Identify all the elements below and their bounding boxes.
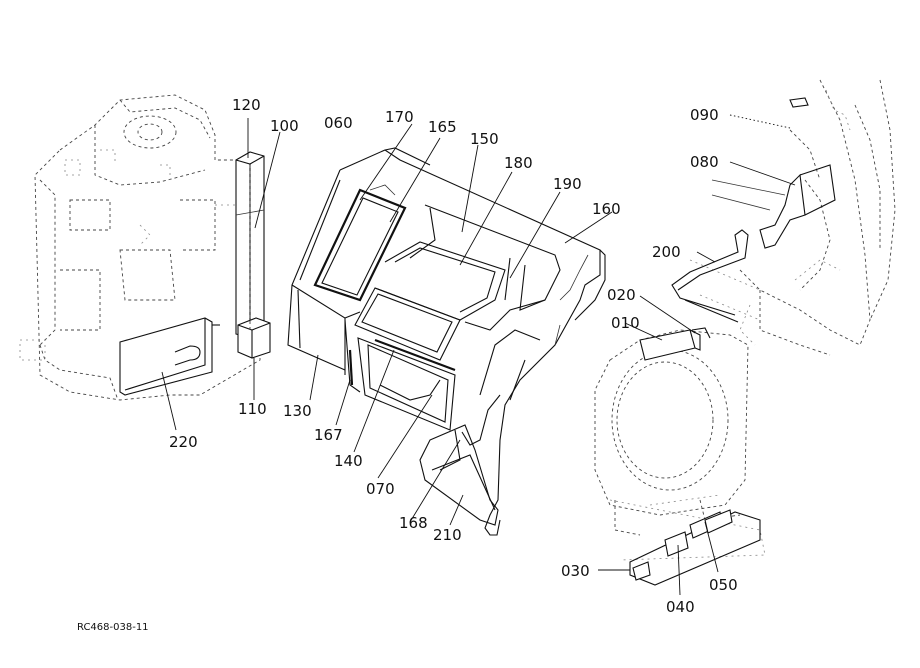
callout-100: 100	[270, 117, 299, 135]
engine-block-outline	[19, 94, 261, 401]
callout-050: 050	[709, 576, 738, 594]
callout-130: 130	[283, 402, 312, 420]
callout-170: 170	[385, 108, 414, 126]
callout-220: 220	[169, 433, 198, 451]
callout-110: 110	[238, 400, 267, 418]
callout-150: 150	[470, 130, 499, 148]
callout-030: 030	[561, 562, 590, 580]
post-100	[235, 151, 271, 359]
callout-167: 167	[314, 426, 343, 444]
callout-200: 200	[652, 243, 681, 261]
callout-070: 070	[366, 480, 395, 498]
callout-140: 140	[334, 452, 363, 470]
plate-220	[119, 317, 220, 396]
figure-code: RC468-038-11	[77, 622, 149, 633]
callout-060: 060	[324, 114, 353, 132]
callout-160: 160	[592, 200, 621, 218]
main-case-assembly	[287, 147, 606, 536]
flywheel-housing	[594, 327, 766, 561]
callout-040: 040	[666, 598, 695, 616]
callout-165: 165	[428, 118, 457, 136]
callout-090: 090	[690, 106, 719, 124]
connector-board	[629, 509, 761, 586]
leader-lines	[161, 114, 796, 596]
tractor-frame-right	[671, 79, 896, 356]
callout-210: 210	[433, 526, 462, 544]
callout-labels: 090 080 200 020 010 120 100 060 170 165 …	[169, 96, 738, 616]
callout-020: 020	[607, 286, 636, 304]
callout-190: 190	[553, 175, 582, 193]
callout-010: 010	[611, 314, 640, 332]
callout-080: 080	[690, 153, 719, 171]
callout-180: 180	[504, 154, 533, 172]
callout-168: 168	[399, 514, 428, 532]
callout-120: 120	[232, 96, 261, 114]
